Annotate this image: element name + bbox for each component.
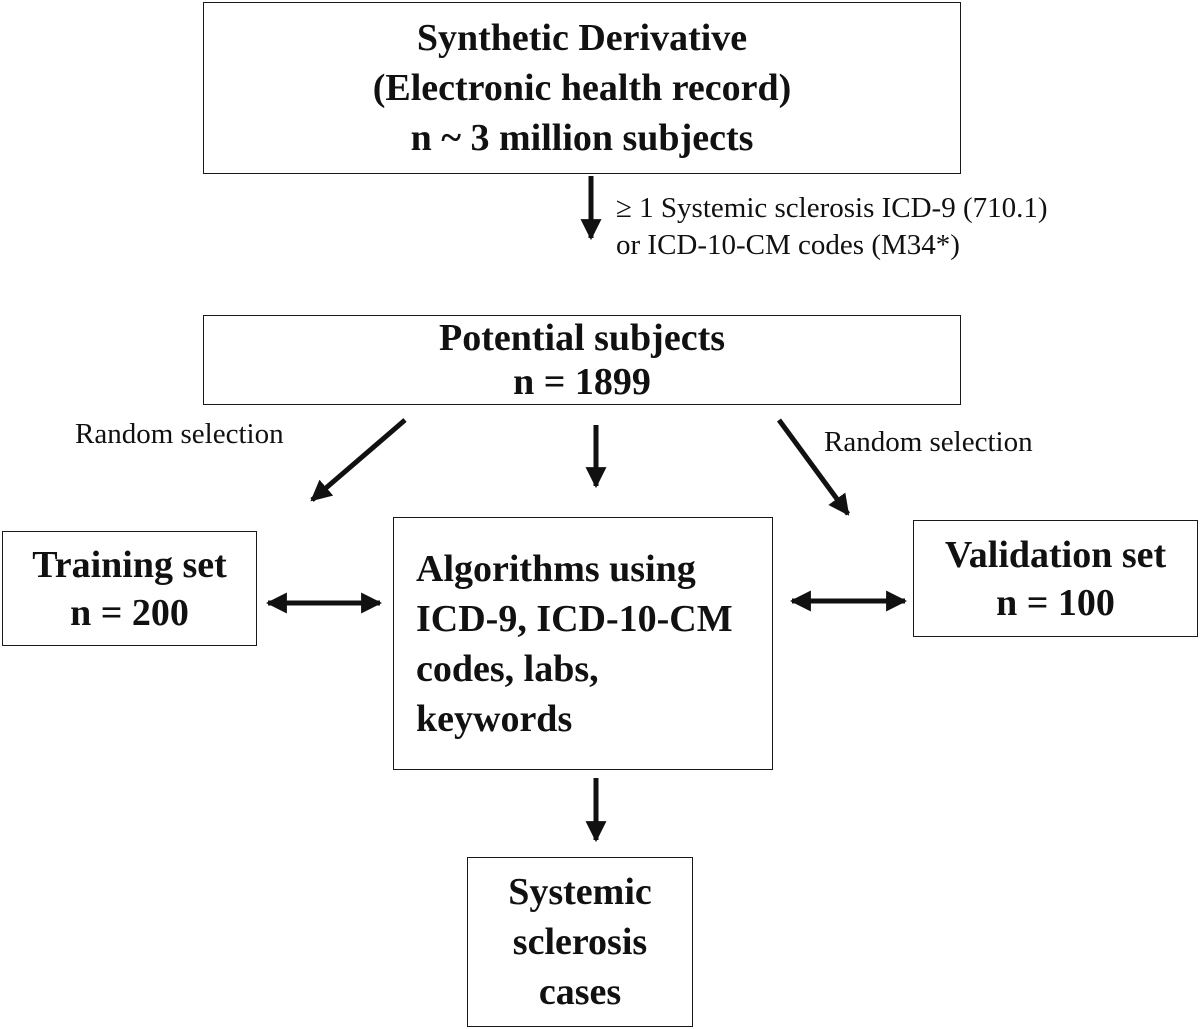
criteria-line-1: ≥ 1 Systemic sclerosis ICD-9 (710.1) — [616, 192, 1048, 224]
algorithms-line-2: ICD-9, ICD-10-CM — [416, 597, 733, 640]
cases-line-1: Systemic — [508, 871, 652, 913]
training-count: n = 200 — [70, 591, 189, 634]
arrow-potential-to-training — [310, 418, 407, 502]
algorithms-box: Algorithms using ICD-9, ICD-10-CM codes,… — [393, 517, 773, 770]
algorithms-line-1: Algorithms using — [416, 547, 696, 590]
training-title: Training set — [32, 543, 227, 586]
training-set-box: Training set n = 200 — [2, 531, 257, 646]
potential-count: n = 1899 — [513, 361, 651, 403]
cases-line-2: sclerosis — [512, 921, 648, 963]
inclusion-criteria: ≥ 1 Systemic sclerosis ICD-9 (710.1) or … — [616, 190, 1048, 264]
random-selection-label-right: Random selection — [824, 426, 1033, 458]
source-count: n ~ 3 million subjects — [410, 117, 754, 159]
algorithms-line-4: keywords — [416, 697, 573, 740]
validation-title: Validation set — [944, 533, 1167, 576]
source-subtitle: (Electronic health record) — [372, 67, 792, 109]
source-title: Synthetic Derivative — [416, 17, 748, 59]
algorithms-line-3: codes, labs, — [416, 647, 599, 690]
validation-count: n = 100 — [996, 581, 1115, 624]
potential-title: Potential subjects — [438, 317, 726, 359]
criteria-line-2: or ICD-10-CM codes (M34*) — [616, 229, 960, 261]
potential-subjects-box: Potential subjects n = 1899 — [203, 315, 961, 405]
cases-box: Systemic sclerosis cases — [467, 857, 693, 1027]
validation-set-box: Validation set n = 100 — [913, 520, 1198, 637]
random-selection-label-left: Random selection — [75, 418, 284, 450]
arrow-potential-to-validation — [776, 418, 851, 516]
cases-line-3: cases — [538, 971, 622, 1013]
source-box: Synthetic Derivative (Electronic health … — [203, 2, 961, 174]
